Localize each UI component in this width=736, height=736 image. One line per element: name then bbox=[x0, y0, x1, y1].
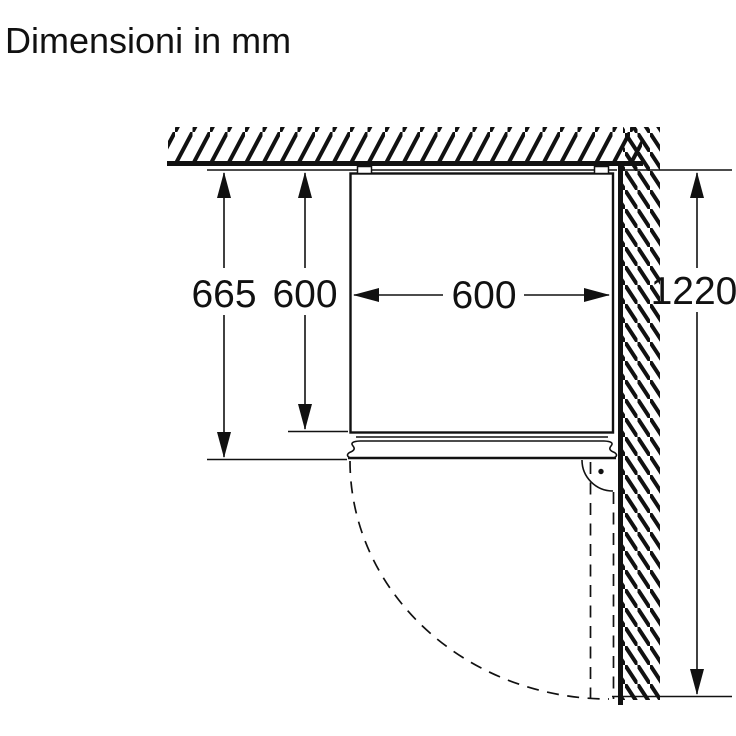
walls bbox=[168, 127, 660, 700]
arrow-up-icon bbox=[690, 172, 704, 198]
wall-lines bbox=[167, 161, 643, 705]
body-outline bbox=[349, 172, 615, 434]
dim-clearance-label: 1220 bbox=[651, 270, 736, 313]
door-end-cap-left bbox=[346, 440, 361, 459]
fridge-body bbox=[349, 165, 615, 434]
hinge-bump-left bbox=[356, 165, 373, 175]
hinge-pivot-dot bbox=[598, 468, 604, 475]
arrow-left-icon bbox=[353, 288, 379, 302]
dimension-body-depth: 600 bbox=[272, 172, 338, 430]
dim-width-label: 600 bbox=[451, 274, 516, 317]
hinge-bump-right bbox=[593, 165, 610, 175]
dimension-total-depth: 665 bbox=[191, 172, 257, 458]
door-end-cap-right bbox=[603, 440, 618, 459]
dim-total-depth-label: 665 bbox=[191, 273, 256, 316]
right-wall-hatch bbox=[623, 127, 660, 700]
hinge-arc bbox=[581, 459, 614, 492]
arrow-right-icon bbox=[584, 288, 610, 302]
arrow-down-icon bbox=[690, 669, 704, 695]
arrow-down-icon bbox=[298, 404, 312, 430]
dimension-width: 600 bbox=[353, 274, 610, 317]
page-title: Dimensioni in mm bbox=[5, 20, 291, 61]
door-swing-arc bbox=[349, 460, 610, 700]
reference-lines bbox=[207, 169, 732, 698]
fridge-door bbox=[346, 436, 618, 492]
dim-body-depth-label: 600 bbox=[272, 273, 337, 316]
dimension-door-open-clearance: 1220 bbox=[651, 172, 736, 695]
top-wall-hatch bbox=[168, 127, 642, 161]
arrow-down-icon bbox=[217, 432, 231, 458]
arrow-up-icon bbox=[217, 172, 231, 198]
door-swing bbox=[349, 460, 615, 700]
arrow-up-icon bbox=[298, 172, 312, 198]
